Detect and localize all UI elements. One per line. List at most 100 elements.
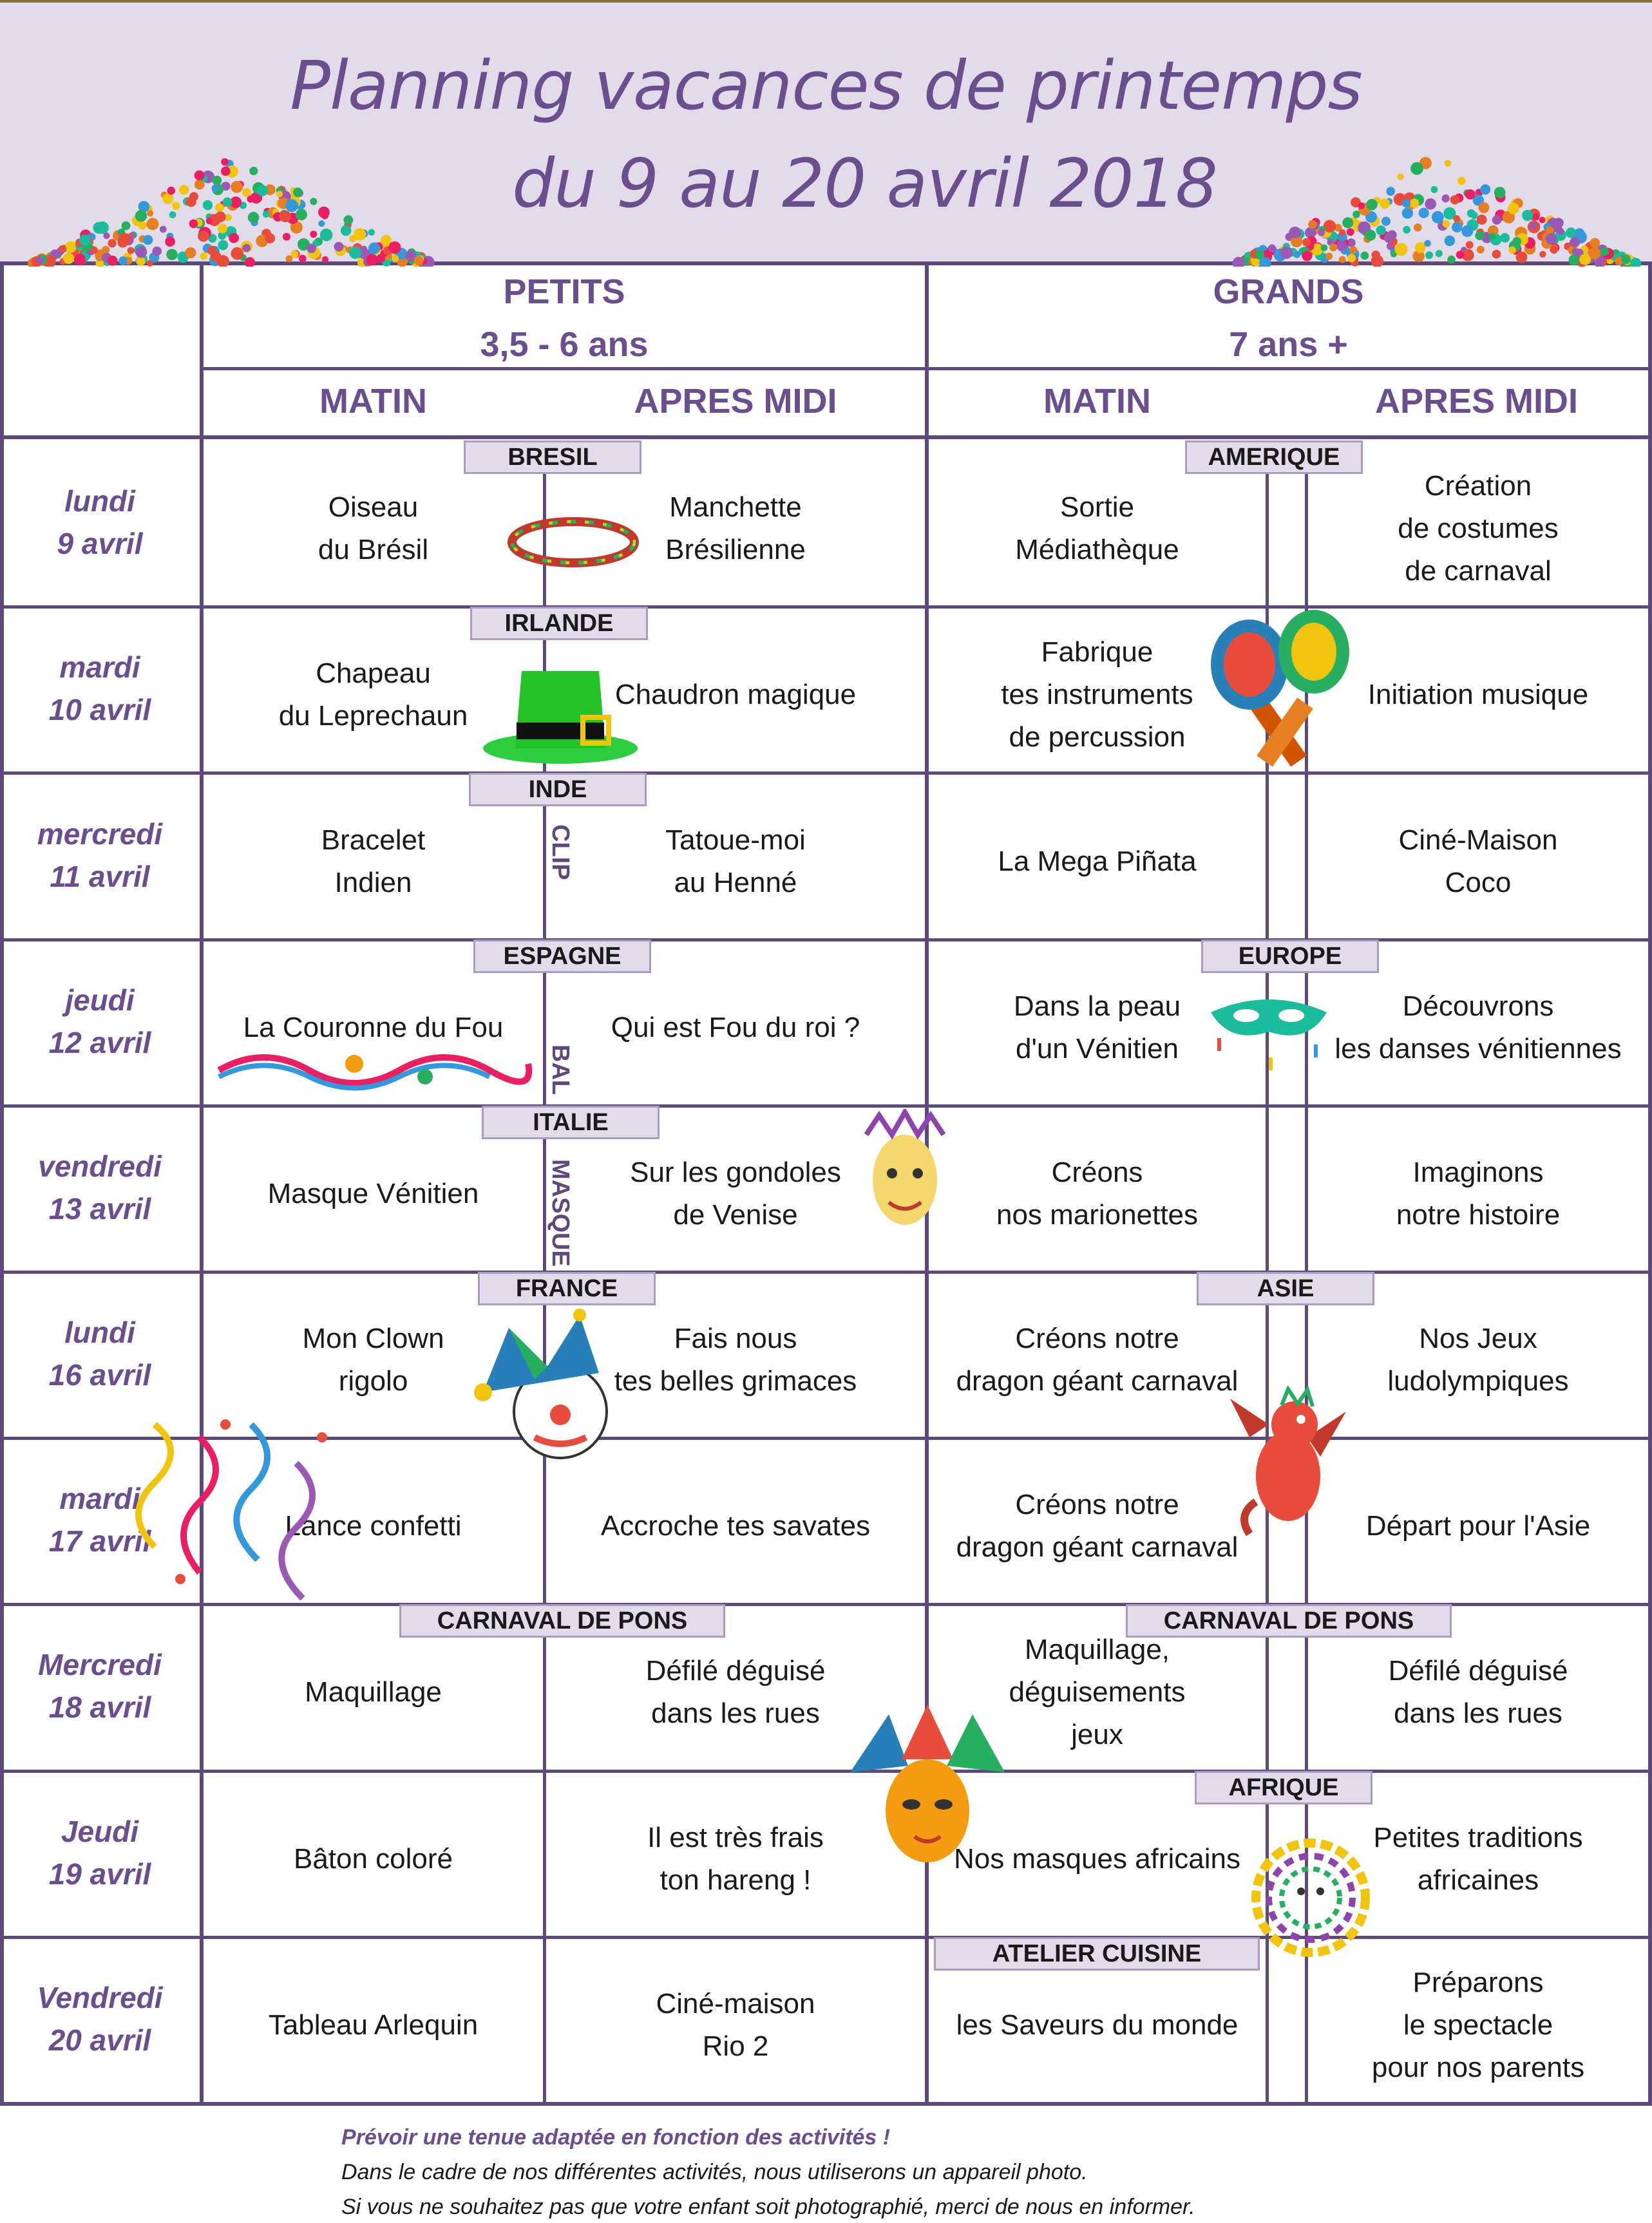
activity-cell-grands-am: Initiation musique bbox=[1308, 674, 1648, 716]
footer-line-1: Prévoir une tenue adaptée en fonction de… bbox=[341, 2125, 891, 2150]
activity-line: ludolympiques bbox=[1387, 1365, 1569, 1397]
activity-line: rigolo bbox=[338, 1365, 408, 1397]
activity-line: déguisements bbox=[1009, 1676, 1186, 1708]
day-label: mardi 17 avril bbox=[0, 1477, 200, 1562]
activity-cell-grands-am: Imaginons notre histoire bbox=[1308, 1151, 1648, 1236]
grands-group-age: 7 ans + bbox=[1229, 325, 1348, 364]
activity-line: Médiathèque bbox=[1015, 534, 1179, 565]
activity-cell-petits-matin: Masque Vénitien bbox=[204, 1173, 543, 1215]
activity-cell-petits-matin: Tableau Arlequin bbox=[204, 2004, 543, 2047]
activity-line: africaines bbox=[1417, 1864, 1539, 1896]
activity-line: Sortie bbox=[1060, 491, 1134, 523]
activity-line: Ciné-Maison bbox=[1398, 824, 1558, 856]
confetti-right-decoration bbox=[1232, 156, 1642, 267]
activity-line: Nos Jeux bbox=[1419, 1323, 1537, 1354]
activity-line: de Venise bbox=[673, 1199, 798, 1231]
activity-line: Accroche tes savates bbox=[600, 1510, 871, 1542]
day-name: Mercredi bbox=[38, 1648, 162, 1681]
activity-cell-petits-am: Fais nous tes belles grimaces bbox=[546, 1318, 925, 1403]
petits-theme-badge: ESPAGNE bbox=[473, 940, 651, 973]
activity-line: de carnaval bbox=[1405, 555, 1552, 587]
activity-line: d'un Vénitien bbox=[1015, 1033, 1179, 1064]
activity-line: de costumes bbox=[1398, 513, 1559, 544]
day-name: vendredi bbox=[38, 1149, 162, 1183]
activity-line: notre histoire bbox=[1396, 1199, 1561, 1231]
activity-line: Préparons bbox=[1412, 1967, 1544, 1998]
activity-line: du Leprechaun bbox=[278, 700, 468, 732]
day-date: 18 avril bbox=[48, 1690, 151, 1724]
activity-line: Rio 2 bbox=[702, 2030, 769, 2062]
activity-line: Ciné-maison bbox=[656, 1988, 815, 2020]
activity-cell-petits-am: Chaudron magique bbox=[546, 674, 925, 716]
grands-group-name: GRANDS bbox=[1213, 272, 1364, 311]
footer-line-2: Dans le cadre de nos différentes activit… bbox=[341, 2160, 1088, 2184]
activity-line: nos marionettes bbox=[996, 1199, 1199, 1231]
petits-theme-badge: FRANCE bbox=[478, 1272, 656, 1305]
activity-cell-grands-matin: Maquillage, déguisements jeux bbox=[929, 1629, 1266, 1756]
activity-line: Qui est Fou du roi ? bbox=[611, 1012, 860, 1043]
petits-apres-midi-header: APRES MIDI bbox=[634, 382, 837, 421]
activity-cell-grands-matin: les Saveurs du monde bbox=[929, 2004, 1266, 2047]
activity-line: tes belles grimaces bbox=[614, 1365, 857, 1397]
activity-line: Fais nous bbox=[674, 1323, 797, 1354]
activity-cell-grands-am: Création de costumes de carnaval bbox=[1308, 465, 1648, 592]
activity-line: La Mega Piñata bbox=[998, 846, 1197, 877]
day-label: lundi 9 avril bbox=[0, 480, 200, 565]
day-name: Vendredi bbox=[37, 1981, 163, 2014]
day-name: mardi bbox=[59, 1482, 140, 1515]
venetian-mask-icon bbox=[1211, 999, 1327, 1070]
vertical-label-masque: MASQUE bbox=[547, 1159, 574, 1267]
grands-theme-badge: AFRIQUE bbox=[1195, 1771, 1372, 1804]
day-date: 9 avril bbox=[57, 527, 143, 560]
day-date: 13 avril bbox=[48, 1192, 151, 1225]
petits-theme-badge: BRESIL bbox=[464, 440, 641, 474]
activity-line: Lance confetti bbox=[285, 1510, 462, 1542]
activity-line: La Couronne du Fou bbox=[243, 1012, 504, 1043]
grands-theme-badge: ATELIER CUISINE bbox=[934, 1937, 1260, 1971]
activity-line: dragon géant carnaval bbox=[956, 1531, 1239, 1563]
activity-cell-petits-matin: Maquillage bbox=[204, 1671, 543, 1714]
confetti-left-decoration bbox=[27, 158, 435, 267]
activity-line: Initiation musique bbox=[1367, 679, 1589, 710]
activity-line: Création bbox=[1424, 470, 1532, 502]
title-line-1: Planning vacances de printemps bbox=[290, 46, 1362, 125]
day-name: lundi bbox=[64, 484, 135, 518]
vertical-label-bal: BAL bbox=[547, 1045, 574, 1095]
day-name: mercredi bbox=[37, 817, 163, 851]
maracas-icon bbox=[1211, 610, 1349, 767]
activity-line: jeux bbox=[1071, 1719, 1123, 1750]
activity-line: Maquillage, bbox=[1024, 1634, 1170, 1665]
day-name: jeudi bbox=[65, 983, 135, 1017]
petits-theme-badge: CARNAVAL DE PONS bbox=[399, 1604, 725, 1638]
activity-line: Tatoue-moi bbox=[665, 824, 806, 856]
grands-apres-midi-header: APRES MIDI bbox=[1374, 382, 1579, 421]
activity-cell-grands-matin: Nos masques africains bbox=[929, 1838, 1266, 1880]
day-date: 12 avril bbox=[48, 1026, 151, 1059]
crown-ribbon-icon bbox=[217, 1054, 533, 1091]
petits-group-age: 3,5 - 6 ans bbox=[480, 325, 649, 364]
activity-line: Défilé déguisé bbox=[645, 1655, 826, 1687]
day-date: 16 avril bbox=[48, 1358, 151, 1392]
title-line-2: du 9 au 20 avril 2018 bbox=[512, 144, 1218, 223]
activity-line: Bâton coloré bbox=[293, 1843, 453, 1875]
grands-theme-badge: ASIE bbox=[1197, 1272, 1374, 1305]
activity-line: Petites traditions bbox=[1373, 1822, 1583, 1853]
activity-cell-petits-am: Qui est Fou du roi ? bbox=[546, 1007, 925, 1049]
activity-line: Il est très frais bbox=[647, 1822, 824, 1853]
day-date: 17 avril bbox=[48, 1524, 151, 1558]
activity-line: Imaginons bbox=[1412, 1157, 1544, 1188]
vertical-label-clip: CLIP bbox=[547, 824, 574, 880]
